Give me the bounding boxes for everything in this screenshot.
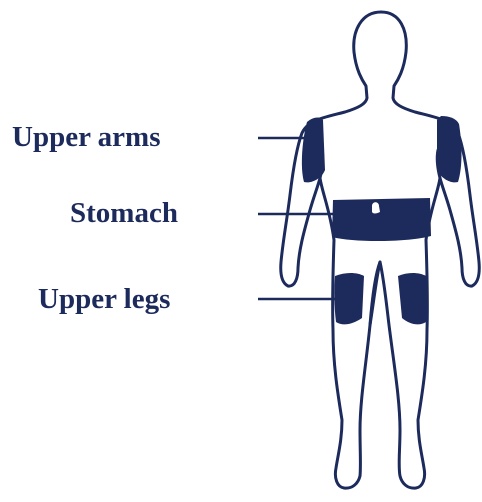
left-upper-leg-site <box>334 273 364 324</box>
body-outline <box>281 12 479 488</box>
stomach-site <box>332 198 431 241</box>
upper-arms-label: Upper arms <box>12 123 160 152</box>
upper-legs-label: Upper legs <box>38 285 170 314</box>
right-upper-arm-site <box>437 116 462 182</box>
right-upper-leg-site <box>398 273 428 324</box>
stomach-label: Stomach <box>70 199 178 228</box>
